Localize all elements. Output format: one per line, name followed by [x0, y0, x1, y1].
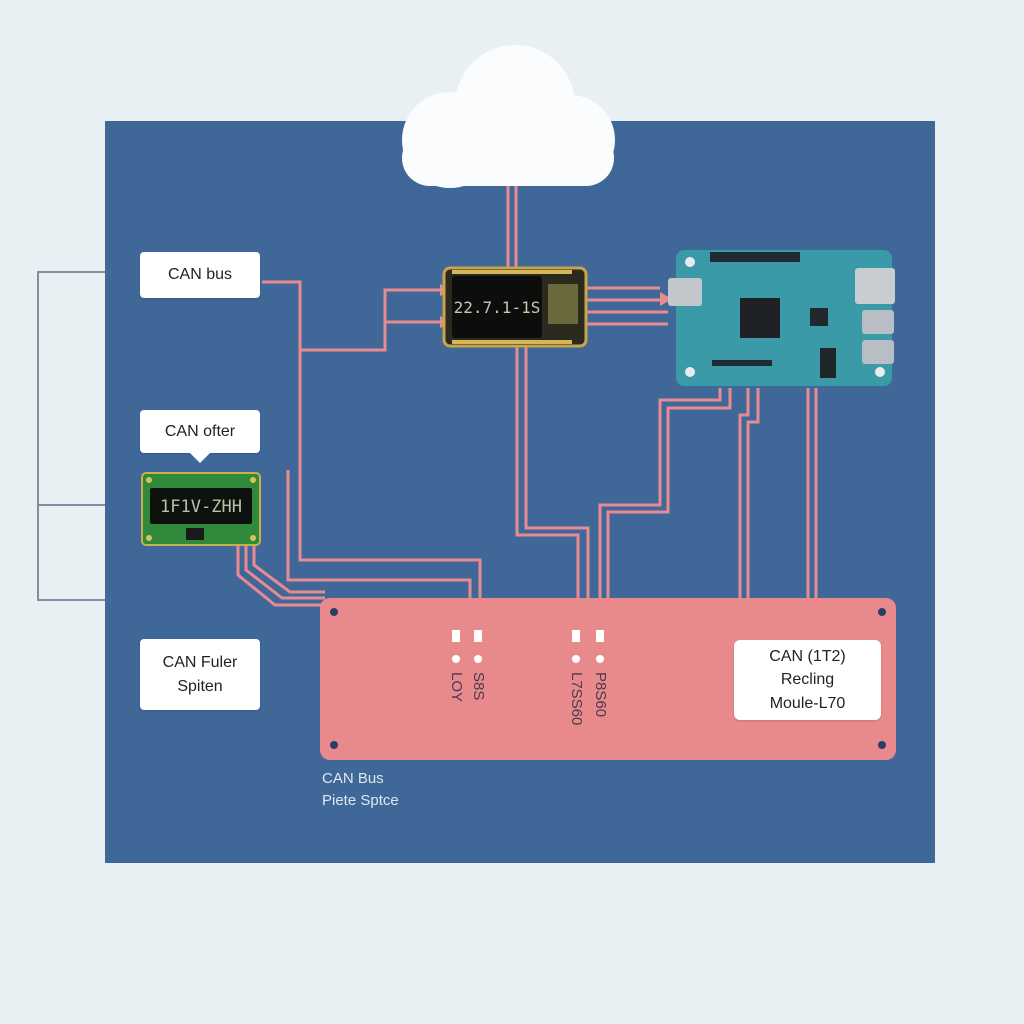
- bus-marking-b2: P8S60: [592, 672, 609, 717]
- label-module-line2: Recling: [780, 671, 835, 689]
- wires: [236, 186, 818, 607]
- microcontroller-board-icon: 22.7.1-1S: [442, 266, 588, 348]
- lcd-display-text: 1F1V-ZHH: [160, 497, 242, 517]
- label-module-line3: Moule-L70: [769, 694, 846, 712]
- label-can-fuler-line2: Spiten: [177, 677, 223, 695]
- label-can-bus: CAN bus: [140, 252, 260, 298]
- label-can-bus-text: CAN bus: [167, 266, 233, 284]
- bus-marking-a1: LOY: [448, 672, 465, 702]
- bus-marking-b1: L7SS60: [568, 672, 585, 725]
- controller-display-text: 22.7.1-1S: [454, 298, 541, 317]
- left-bracket: [37, 271, 106, 601]
- single-board-computer-icon: [668, 250, 895, 386]
- bus-caption-line1: CAN Bus: [322, 770, 384, 787]
- cloud-icon: [402, 45, 615, 188]
- bus-caption: CAN Bus Piete Sptce: [322, 768, 399, 812]
- bus-marking-a2: S8S: [470, 672, 487, 700]
- bus-markings: LOY S8S L7SS60 P8S60: [448, 672, 609, 725]
- label-can-ofter-text: CAN ofter: [164, 422, 236, 440]
- label-module-line1: CAN (1T2): [769, 648, 846, 666]
- label-can-ofter: CAN ofter: [140, 410, 260, 463]
- bus-caption-line2: Piete Sptce: [322, 791, 399, 809]
- label-can-fuler: CAN Fuler Spiten: [140, 639, 260, 710]
- label-module: CAN (1T2) Recling Moule-L70: [734, 640, 881, 720]
- label-can-fuler-line1: CAN Fuler: [162, 654, 238, 672]
- lcd-module-icon: 1F1V-ZHH: [141, 472, 261, 546]
- connector-pads: [452, 630, 604, 663]
